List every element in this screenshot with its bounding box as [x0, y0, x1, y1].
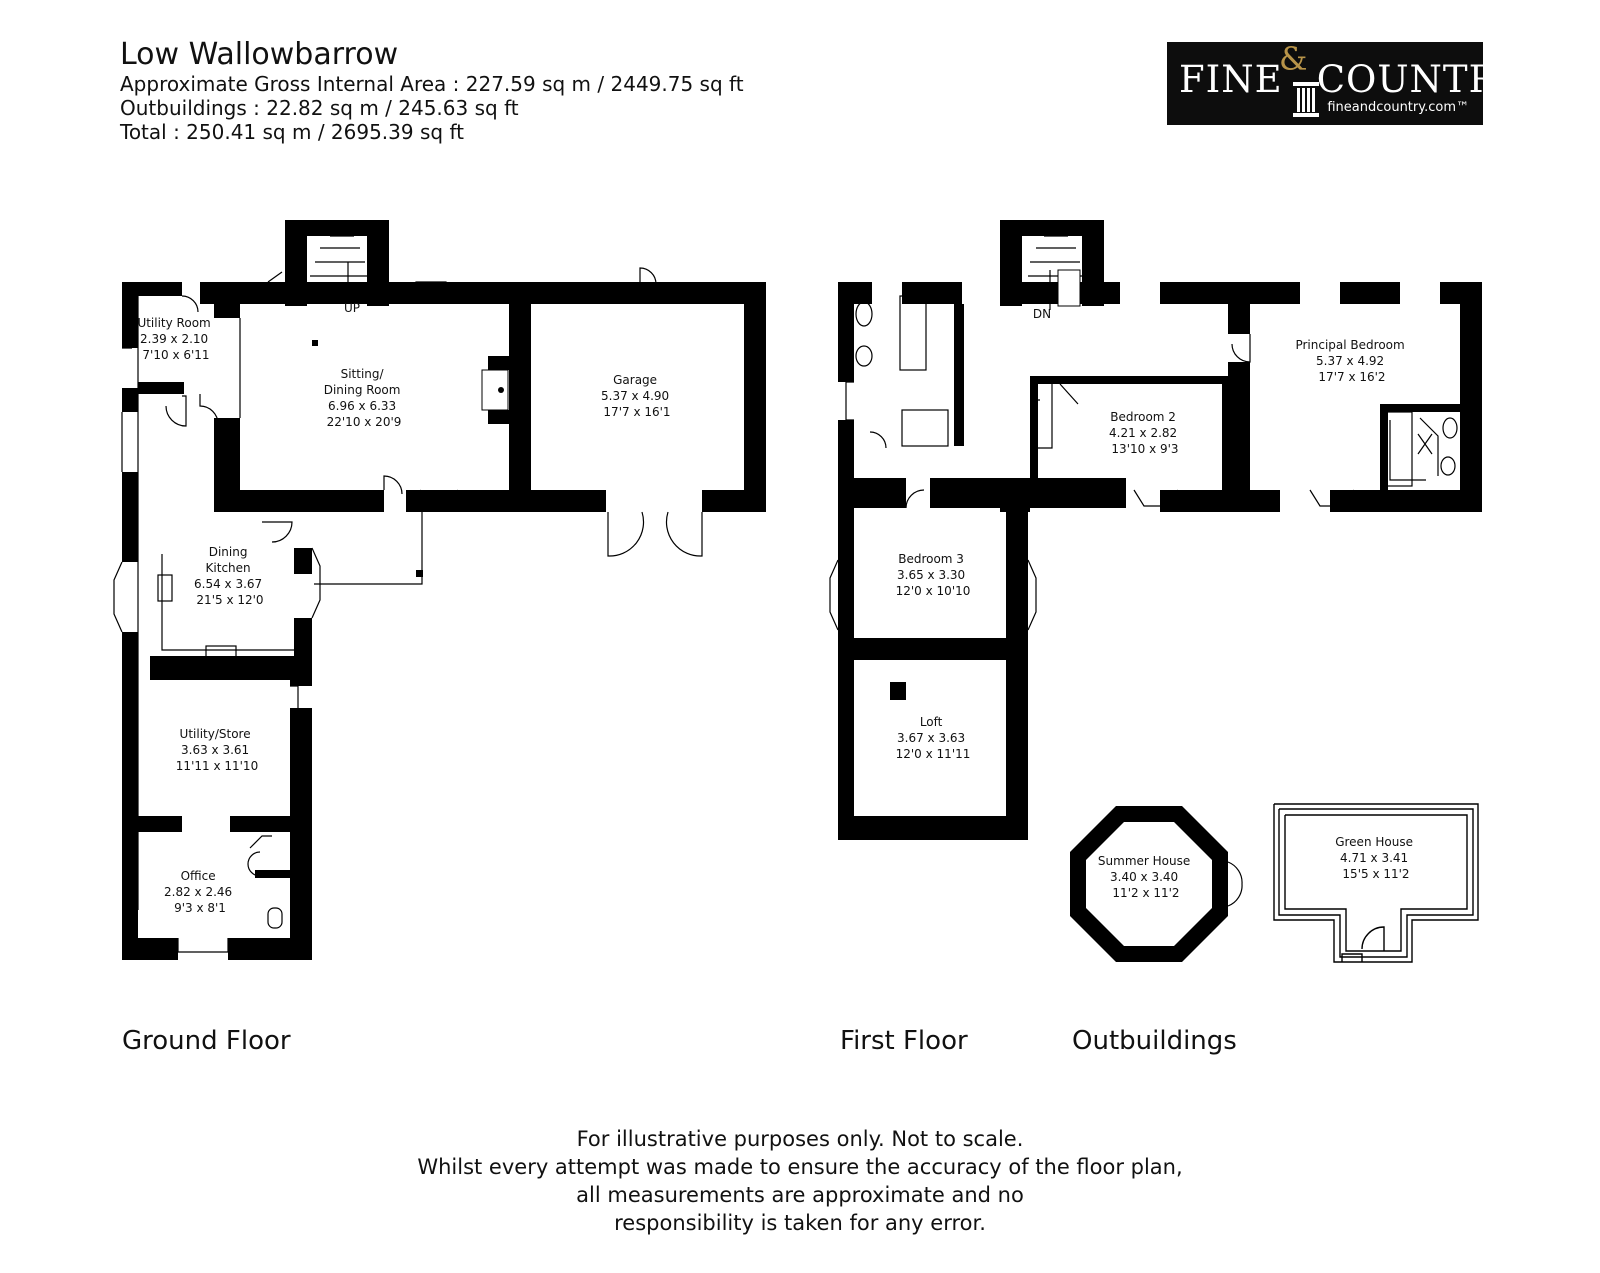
ground-floor-walls: [122, 220, 766, 960]
logo-word-country: COUNTRY: [1316, 58, 1522, 101]
room-office: Office 2.82 x 2.46 9'3 x 8'1: [164, 869, 236, 915]
logo-url: fineandcountry.com™: [1327, 100, 1469, 115]
property-header: Low Wallowbarrow Approximate Gross Inter…: [120, 37, 744, 145]
room-dining-kitchen: Dining Kitchen 6.54 x 3.67 21'5 x 12'0: [194, 545, 266, 607]
first-floor-walls: [838, 220, 1482, 840]
fine-and-country-logo: FINE COUNTRY & fineandcountry.com™: [1167, 40, 1521, 125]
room-summer-house: Summer House 3.40 x 3.40 11'2 x 11'2: [1098, 854, 1194, 900]
property-title: Low Wallowbarrow: [120, 37, 399, 72]
first-floor-details: [829, 235, 1458, 631]
logo-ampersand: &: [1279, 40, 1308, 78]
room-bedroom-2: Bedroom 2 4.21 x 2.82 13'10 x 9'3: [1109, 410, 1181, 456]
room-utility-store: Utility/Store 3.63 x 3.61 11'11 x 11'10: [176, 727, 258, 773]
disclaimer-line: For illustrative purposes only. Not to s…: [576, 1127, 1024, 1151]
outbuildings-area-text: Outbuildings : 22.82 sq m / 245.63 sq ft: [120, 96, 519, 120]
room-loft: Loft 3.67 x 3.63 12'0 x 11'11: [896, 715, 971, 761]
room-sitting-dining: Sitting/ Dining Room 6.96 x 6.33 22'10 x…: [324, 367, 405, 429]
disclaimer-line: Whilst every attempt was made to ensure …: [417, 1155, 1183, 1179]
stairs-up-label: UP: [344, 301, 360, 315]
column-icon: [1293, 82, 1319, 117]
ground-floor-details: [113, 235, 703, 953]
total-area-text: Total : 250.41 sq m / 2695.39 sq ft: [120, 120, 464, 144]
room-utility-room: Utility Room 2.39 x 2.10 7'10 x 6'11: [137, 316, 214, 362]
green-house-outline: [1273, 803, 1479, 963]
disclaimer-line: responsibility is taken for any error.: [614, 1211, 986, 1235]
ground-floor-label: Ground Floor: [122, 1026, 291, 1056]
logo-word-fine: FINE: [1179, 58, 1283, 101]
room-principal-bedroom: Principal Bedroom 5.37 x 4.92 17'7 x 16'…: [1295, 338, 1408, 384]
disclaimer: For illustrative purposes only. Not to s…: [0, 1125, 1600, 1237]
summer-house-outline: [1070, 806, 1243, 962]
room-green-house: Green House 4.71 x 3.41 15'5 x 11'2: [1335, 835, 1417, 881]
room-labels: Utility Room 2.39 x 2.10 7'10 x 6'11 Sit…: [137, 301, 1417, 915]
gross-area-text: Approximate Gross Internal Area : 227.59…: [120, 72, 744, 96]
stairs-down-label: DN: [1033, 307, 1051, 321]
first-floor-label: First Floor: [840, 1026, 968, 1056]
room-garage: Garage 5.37 x 4.90 17'7 x 16'1: [601, 373, 673, 419]
room-bedroom-3: Bedroom 3 3.65 x 3.30 12'0 x 10'10: [896, 552, 971, 598]
outbuildings-label: Outbuildings: [1072, 1026, 1237, 1056]
disclaimer-line: all measurements are approximate and no: [576, 1183, 1024, 1207]
